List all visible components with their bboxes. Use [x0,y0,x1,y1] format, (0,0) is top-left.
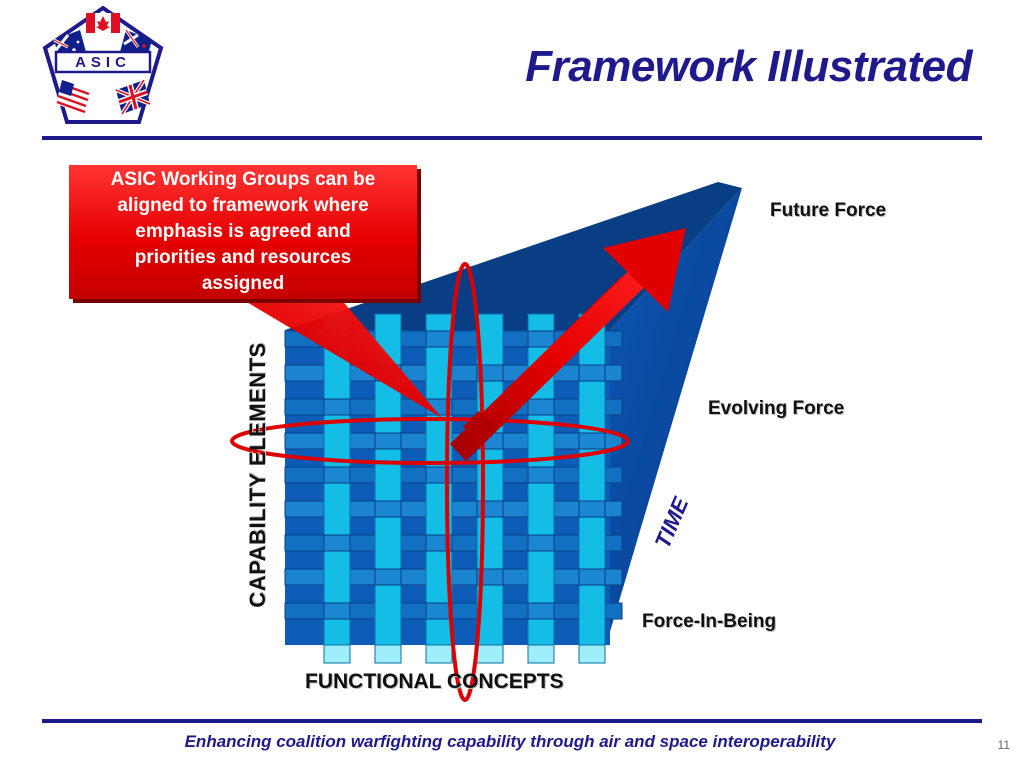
functional-concepts-label: FUNCTIONAL CONCEPTS [305,670,564,693]
weave-cell [425,330,453,348]
working-groups-callout: ASIC Working Groups can be aligned to fr… [69,165,417,299]
callout-line: priorities and resources [134,247,352,268]
callout-pointer [240,298,442,418]
canada-flag-icon [86,13,120,33]
weave-cell [527,602,555,620]
callout-line: assigned [201,273,285,294]
functional-strip-end [476,644,504,664]
weave-cell [374,432,402,450]
functional-strip-end [425,644,453,664]
header-divider [42,136,982,140]
functional-strip-end [578,644,606,664]
footer-divider [42,719,982,723]
callout-line: aligned to framework where [117,195,369,216]
time-arrow [450,228,686,461]
weave-cell [374,500,402,518]
functional-column-highlight [445,262,485,702]
weave-cell [323,398,351,416]
functional-strip-end [527,644,555,664]
page-title: Framework Illustrated [525,42,972,91]
usa-flag-icon [56,80,90,114]
uk-flag-icon [115,78,151,116]
weave-cell [527,398,555,416]
functional-strip-end [374,644,402,664]
logo-text: ASIC [75,54,131,71]
asic-logo: ASIC [42,5,164,124]
capability-elements-text: CAPABILITY ELEMENTS [245,342,270,608]
weave-cell [374,568,402,586]
weave-cell [527,534,555,552]
weave-cell [323,534,351,552]
weave-cell [476,568,504,586]
weave-cell [578,364,606,382]
weave-cell [578,568,606,586]
weave-cell [578,432,606,450]
weave-cell [323,602,351,620]
evolving-force-label: Evolving Force [708,398,845,419]
weave-cell [578,500,606,518]
footer-tagline: Enhancing coalition warfighting capabili… [184,732,836,751]
capability-row-highlight [230,417,630,465]
callout-line: ASIC Working Groups can be [110,169,376,190]
weave-cell [476,364,504,382]
future-force-label: Future Force [770,200,887,221]
capability-grid [284,313,623,664]
time-wedge-side [606,188,742,645]
functional-strip-end [323,644,351,664]
force-in-being-label: Force-In-Being [642,611,777,632]
weave-cell [323,466,351,484]
weave-cell [527,466,555,484]
weave-cell [425,534,453,552]
callout-line: emphasis is agreed and [135,221,351,242]
weave-cell [527,330,555,348]
page-number: 11 [997,738,1010,752]
weave-cell [425,602,453,620]
